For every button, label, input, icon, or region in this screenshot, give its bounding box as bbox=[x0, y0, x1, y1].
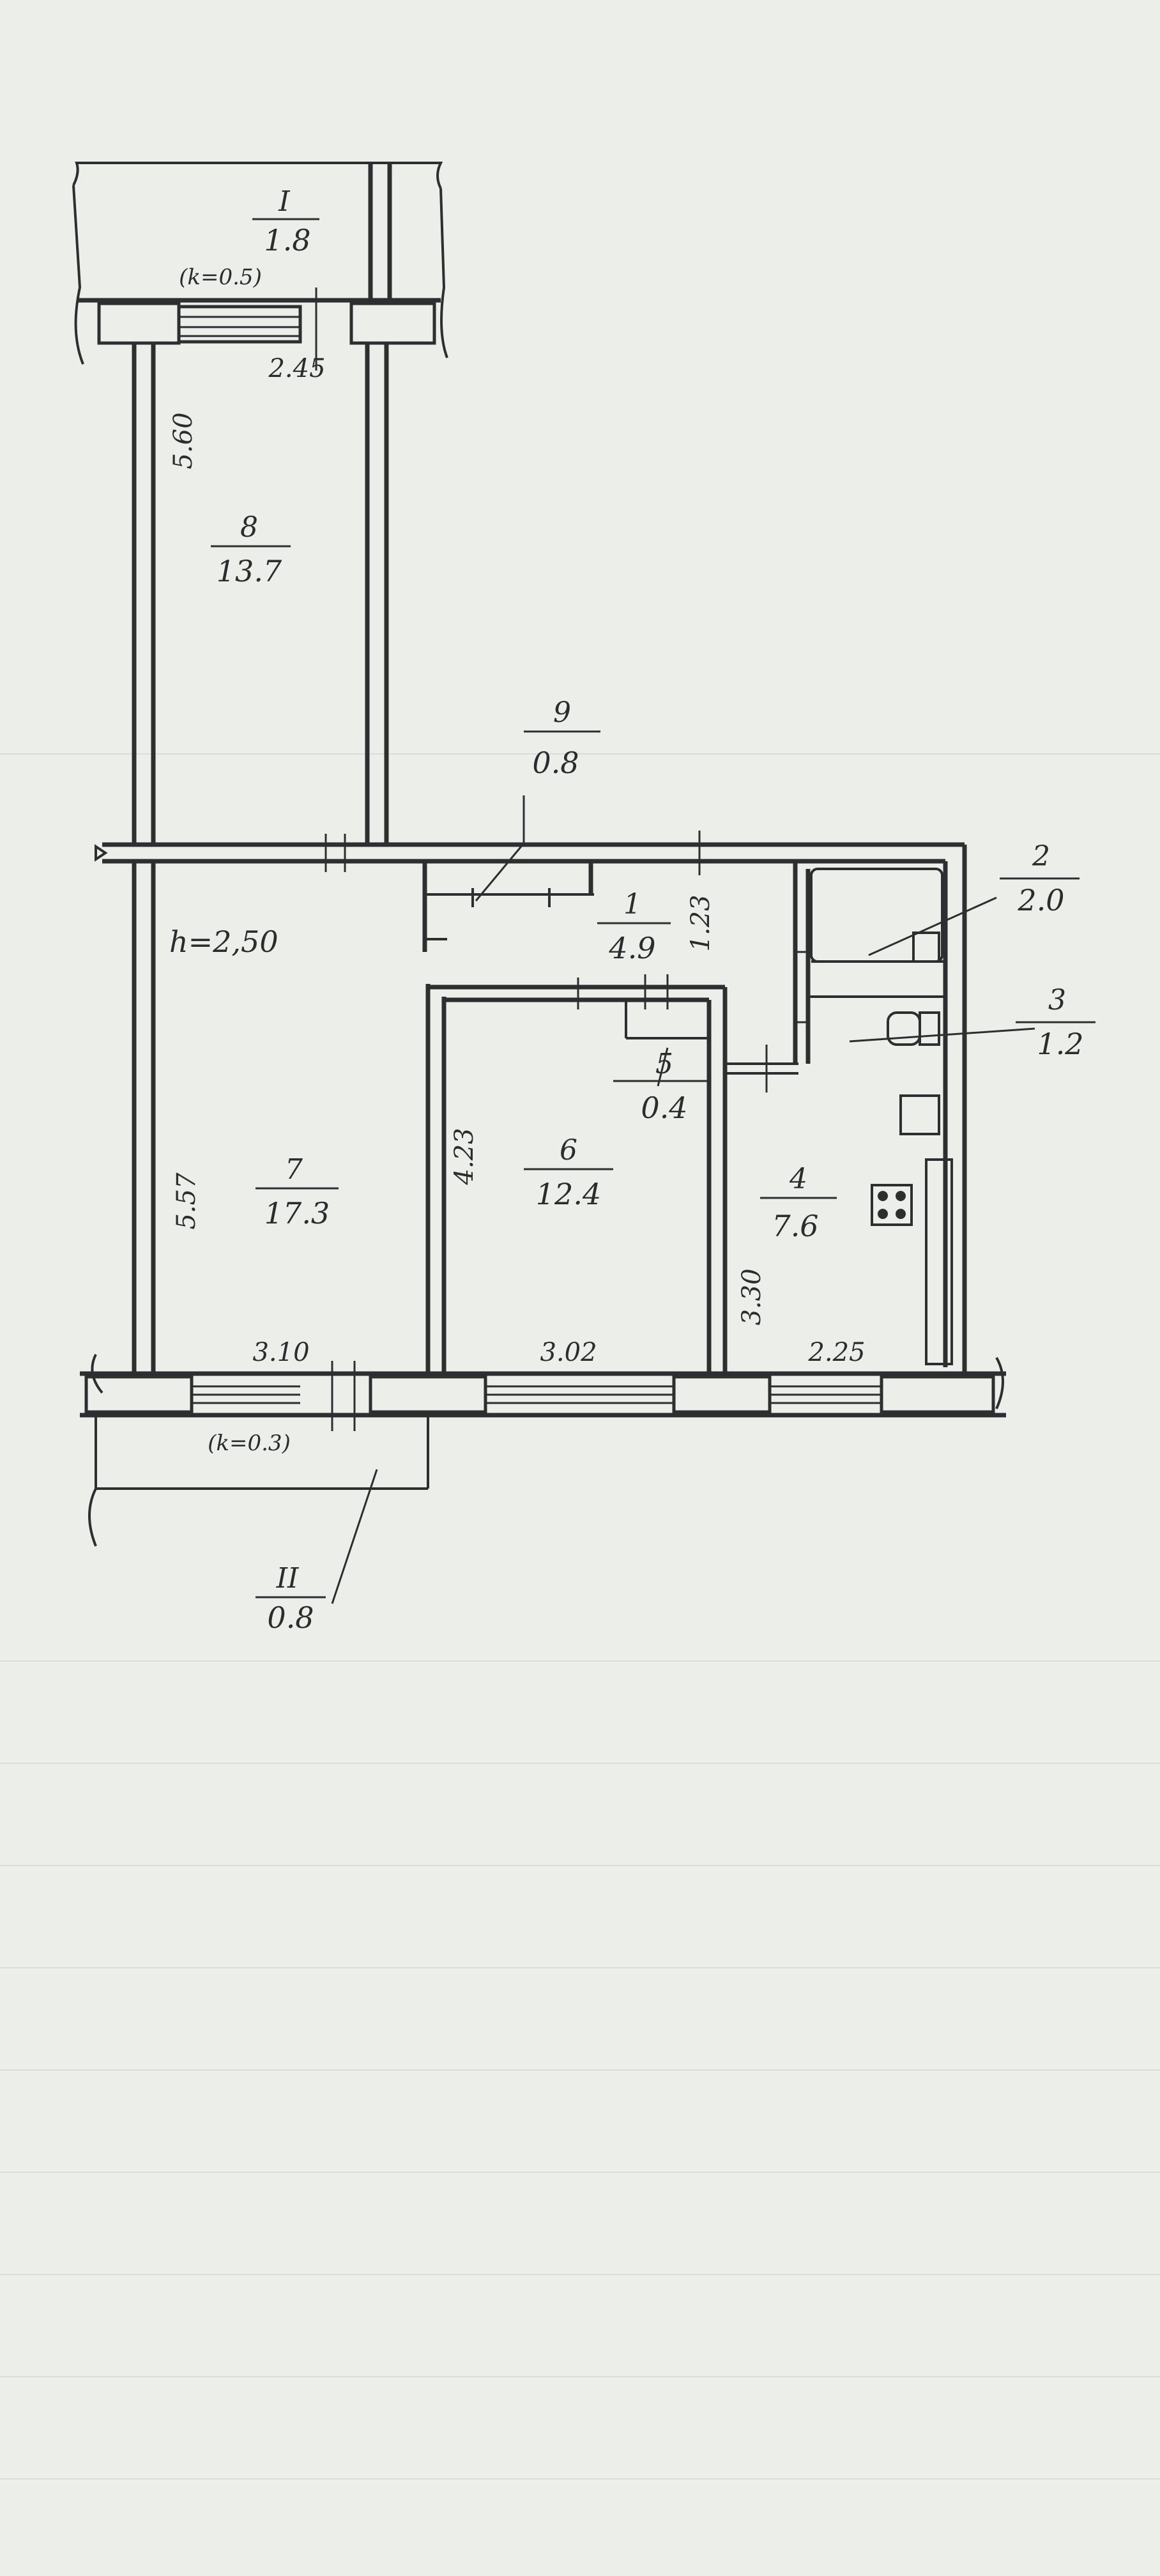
dim-hall-depth: 1.23 bbox=[686, 894, 715, 951]
dim-room7-length: 5.57 bbox=[172, 1172, 201, 1230]
window-kitchen bbox=[770, 1385, 881, 1404]
label-room-4: 4 7.6 bbox=[760, 1163, 837, 1243]
label-room-8: 8 13.7 bbox=[211, 511, 291, 588]
svg-text:7.6: 7.6 bbox=[772, 1209, 818, 1243]
svg-text:4: 4 bbox=[789, 1163, 807, 1195]
balcony-top-coefficient: (k=0.5) bbox=[179, 264, 262, 290]
hall-walls bbox=[428, 974, 798, 1374]
label-room-I: I 1.8 bbox=[252, 185, 319, 257]
room-7-walls bbox=[132, 861, 594, 1374]
svg-text:II: II bbox=[276, 1562, 300, 1595]
svg-text:0.4: 0.4 bbox=[641, 1091, 687, 1125]
label-room-5: 5 0.4 bbox=[613, 1048, 709, 1125]
balcony-bottom bbox=[88, 1415, 429, 1547]
svg-text:3: 3 bbox=[1048, 984, 1066, 1016]
ceiling-height: h=2,50 bbox=[169, 924, 279, 959]
window-room7 bbox=[192, 1385, 300, 1404]
kitchen-fixtures bbox=[871, 1094, 953, 1365]
svg-text:13.7: 13.7 bbox=[217, 554, 282, 588]
svg-text:12.4: 12.4 bbox=[536, 1177, 601, 1211]
svg-text:2.0: 2.0 bbox=[1017, 883, 1064, 917]
svg-text:5: 5 bbox=[655, 1048, 673, 1080]
svg-text:1.8: 1.8 bbox=[264, 223, 310, 257]
label-room-II: II 0.8 bbox=[256, 1562, 326, 1635]
dim-room8-length: 5.60 bbox=[169, 412, 198, 469]
label-room-3: 3 1.2 bbox=[1016, 984, 1095, 1061]
svg-text:6: 6 bbox=[560, 1134, 577, 1167]
bottom-wall bbox=[80, 1354, 1006, 1431]
label-room-7: 7 17.3 bbox=[256, 1153, 339, 1230]
bathroom bbox=[793, 861, 945, 1064]
svg-text:7: 7 bbox=[285, 1153, 303, 1186]
label-room-9: 9 0.8 bbox=[524, 696, 600, 780]
label-room-6: 6 12.4 bbox=[524, 1134, 613, 1211]
svg-text:0.8: 0.8 bbox=[267, 1600, 314, 1635]
svg-text:2: 2 bbox=[1032, 840, 1050, 873]
svg-text:1.2: 1.2 bbox=[1037, 1027, 1083, 1061]
room-8-walls bbox=[132, 343, 389, 847]
dim-kitchen-width: 2.25 bbox=[807, 1338, 865, 1367]
svg-text:17.3: 17.3 bbox=[264, 1196, 330, 1230]
svg-text:1: 1 bbox=[623, 888, 641, 921]
dim-room6-length: 4.23 bbox=[450, 1128, 479, 1185]
dim-room7-width: 3.10 bbox=[252, 1338, 309, 1367]
balcony-bottom-coefficient: (k=0.3) bbox=[208, 1430, 291, 1456]
svg-text:0.8: 0.8 bbox=[532, 746, 579, 780]
paper-grid bbox=[0, 753, 1160, 2480]
svg-text:8: 8 bbox=[240, 511, 258, 544]
upper-wall bbox=[95, 831, 967, 1374]
label-room-1: 1 4.9 bbox=[597, 888, 671, 965]
dim-room6-width: 3.02 bbox=[540, 1338, 597, 1367]
dim-kitchen-length: 3.30 bbox=[737, 1268, 767, 1325]
dim-balcony-width: 2.45 bbox=[268, 354, 325, 383]
window-room6 bbox=[485, 1385, 674, 1404]
svg-text:I: I bbox=[278, 185, 291, 218]
label-room-2: 2 2.0 bbox=[1000, 840, 1080, 917]
balcony-top bbox=[72, 162, 448, 371]
svg-text:9: 9 bbox=[553, 696, 571, 729]
leader-lines bbox=[331, 795, 1035, 1604]
svg-text:4.9: 4.9 bbox=[608, 931, 655, 965]
